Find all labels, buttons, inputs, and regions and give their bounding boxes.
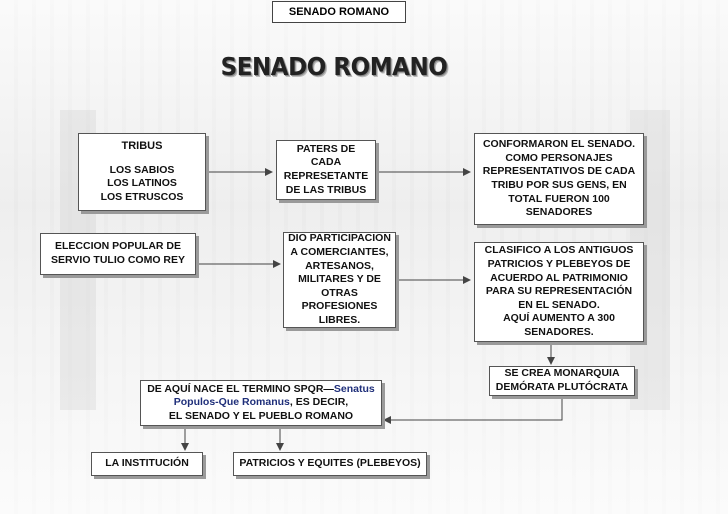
arrow-monarquia-spqr bbox=[383, 396, 563, 424]
node-participacion-line: LIBRES. bbox=[318, 314, 361, 327]
node-conformaron-line: REPRESENTATIVOS DE CADA bbox=[482, 165, 636, 178]
node-clasifico-line: CLASIFICO A LOS ANTIGUOS bbox=[484, 244, 634, 257]
node-conformaron-line: TOTAL FUERON 100 bbox=[508, 192, 610, 205]
header-label: SENADO ROMANO bbox=[272, 1, 406, 23]
node-participacion-line: ARTESANOS, bbox=[305, 259, 374, 272]
node-paters: PATERS DE CADA REPRESETANTE DE LAS TRIBU… bbox=[276, 140, 376, 200]
node-participacion-line: DIO PARTICIPACION bbox=[288, 232, 391, 245]
node-paters-line: REPRESETANTE bbox=[283, 170, 369, 182]
node-participacion-line: A COMERCIANTES, bbox=[290, 245, 389, 258]
node-spqr: DE AQUÍ NACE EL TERMINO SPQR—Senatus Pop… bbox=[140, 380, 382, 426]
node-tribus-line: LOS SABIOS bbox=[109, 163, 175, 176]
node-paters-line: PATERS DE bbox=[296, 142, 356, 155]
node-spqr-line1: DE AQUÍ NACE EL TERMINO SPQR—Senatus bbox=[147, 383, 375, 397]
node-conformaron: CONFORMARON EL SENADO. COMO PERSONAJES R… bbox=[474, 133, 644, 225]
node-eleccion-line: SERVIO TULIO COMO REY bbox=[51, 254, 185, 266]
page-title: SENADO ROMANO bbox=[220, 52, 448, 81]
node-spqr-line1-prefix: DE AQUÍ NACE EL TERMINO SPQR— bbox=[147, 382, 334, 395]
node-participacion-line: PROFESIONES bbox=[301, 300, 378, 313]
node-eleccion-line: ELECCION POPULAR DE bbox=[54, 240, 181, 253]
node-participacion: DIO PARTICIPACION A COMERCIANTES, ARTESA… bbox=[283, 232, 396, 328]
node-clasifico-line: ACUERDO AL PATRIMONIO bbox=[490, 271, 628, 284]
node-conformaron-line: CONFORMARON EL SENADO. bbox=[482, 138, 636, 151]
node-clasifico-line: PATRICIOS Y PLEBEYOS DE bbox=[487, 257, 631, 270]
node-conformaron-line: COMO PERSONAJES bbox=[505, 151, 613, 164]
node-clasifico-line: AQUÍ AUMENTO A 300 bbox=[503, 312, 615, 325]
node-spqr-line2: Populos-Que Romanus, ES DECIR, bbox=[174, 396, 348, 410]
node-institucion-label: LA INSTITUCIÓN bbox=[105, 457, 189, 470]
node-spqr-line2-suffix: , ES DECIR, bbox=[289, 396, 349, 409]
node-conformaron-line: SENADORES bbox=[525, 206, 593, 219]
node-participacion-line: MILITARES Y DE bbox=[298, 273, 381, 286]
node-conformaron-line: TRIBU POR SUS GENS, EN bbox=[491, 179, 627, 191]
node-monarquia-line: DEMÓRATA PLUTÓCRATA bbox=[495, 381, 629, 393]
node-monarquia: SE CREA MONARQUIA DEMÓRATA PLUTÓCRATA bbox=[489, 366, 635, 396]
node-clasifico: CLASIFICO A LOS ANTIGUOS PATRICIOS Y PLE… bbox=[474, 242, 644, 342]
node-clasifico-line: EN EL SENADO. bbox=[518, 298, 600, 311]
node-paters-line: DE LAS TRIBUS bbox=[285, 183, 367, 196]
node-patricios-label: PATRICIOS Y EQUITES (PLEBEYOS) bbox=[239, 457, 421, 470]
node-eleccion: ELECCION POPULAR DE SERVIO TULIO COMO RE… bbox=[40, 233, 196, 275]
node-tribus-line: LOS ETRUSCOS bbox=[100, 190, 184, 203]
node-spqr-line1-highlight: Senatus bbox=[333, 382, 375, 395]
node-monarquia-line: SE CREA MONARQUIA bbox=[504, 367, 620, 380]
node-patricios: PATRICIOS Y EQUITES (PLEBEYOS) bbox=[233, 452, 427, 476]
node-institucion: LA INSTITUCIÓN bbox=[91, 452, 203, 476]
node-tribus-line: LOS LATINOS bbox=[107, 177, 177, 190]
node-spqr-line2-highlight: Populos-Que Romanus bbox=[173, 396, 290, 409]
node-tribus-heading: TRIBUS bbox=[121, 140, 163, 153]
node-clasifico-line: SENADORES. bbox=[524, 326, 594, 339]
node-clasifico-line: PARA SU REPRESENTACIÓN bbox=[485, 285, 633, 298]
node-tribus: TRIBUS LOS SABIOS LOS LATINOS LOS ETRUSC… bbox=[78, 133, 206, 211]
node-participacion-line: OTRAS bbox=[321, 286, 358, 299]
node-spqr-line3: EL SENADO Y EL PUEBLO ROMANO bbox=[168, 409, 354, 422]
node-paters-line: CADA bbox=[310, 156, 342, 169]
